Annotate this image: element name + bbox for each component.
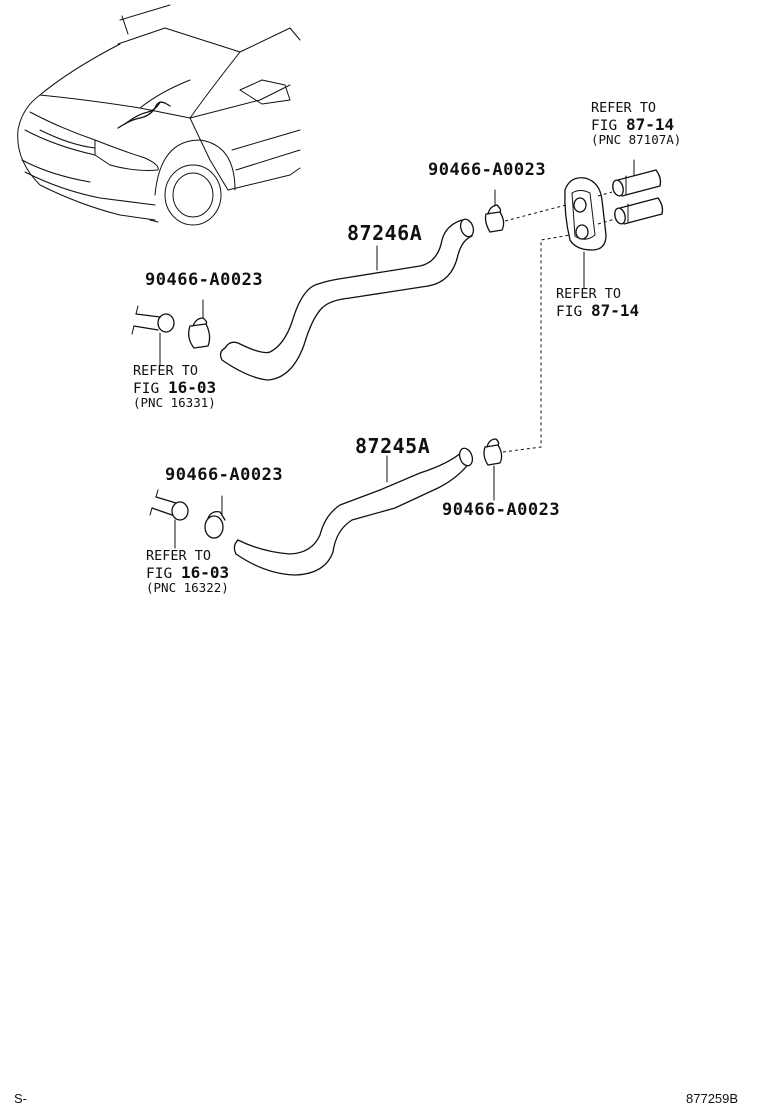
ref-upper-left-fig-number: 16-03: [167, 378, 217, 397]
ref-top-right-fig-prefix: FIG: [591, 118, 618, 134]
clamp-upper-right: [484, 189, 505, 233]
ref-upper-left-pnc: (PNC 16331): [133, 395, 216, 410]
part-number-clamp-lower-left: 90466-A0023: [165, 465, 284, 485]
joint-assembly: [564, 177, 607, 289]
dashed-link-pipe-upper: [597, 191, 613, 197]
part-number-clamp-upper-left: 90466-A0023: [145, 270, 264, 290]
ref-lower-left-pnc: (PNC 16322): [146, 580, 229, 595]
footer-illustration-number: 877259B: [686, 1091, 739, 1106]
part-number-hose-upper: 87246A: [347, 221, 423, 245]
ref-upper-left-fig-prefix: FIG: [133, 381, 160, 397]
ref-top-right-pnc: (PNC 87107A): [591, 132, 682, 147]
hose-87246a: [219, 218, 475, 381]
right-pipe-lower: [614, 197, 664, 225]
left-pipe-lower: [149, 489, 189, 549]
ref-upper-left-refer: REFER TO: [133, 363, 199, 379]
ref-top-right-fig: FIG 87-14: [591, 117, 674, 134]
clamp-upper-left: [188, 299, 211, 349]
clamp-lower-left: [204, 495, 226, 539]
part-number-clamp-lower-right: 90466-A0023: [442, 500, 561, 520]
dashed-link-lower: [502, 234, 571, 453]
clamp-lower-right: [483, 438, 503, 501]
car-thumbnail: [17, 4, 301, 226]
ref-lower-left-fig-prefix: FIG: [146, 566, 173, 582]
ref-top-right-fig-number: 87-14: [625, 115, 675, 134]
ref-mid-right-fig-number: 87-14: [590, 301, 640, 320]
hose-87245a: [233, 447, 474, 576]
ref-mid-right-fig: FIG 87-14: [556, 303, 639, 320]
ref-mid-right-fig-prefix: FIG: [556, 304, 583, 320]
ref-mid-right-refer: REFER TO: [556, 286, 622, 302]
ref-lower-left-fig-number: 16-03: [180, 563, 230, 582]
left-pipe-upper: [131, 305, 175, 367]
part-number-clamp-upper-right: 90466-A0023: [428, 160, 547, 180]
dashed-link-upper: [504, 204, 567, 222]
dashed-link-pipe-lower: [597, 218, 616, 225]
ref-upper-left-fig: FIG 16-03: [133, 380, 216, 397]
footer-left-code: S-: [14, 1091, 27, 1106]
ref-lower-left-fig: FIG 16-03: [146, 565, 229, 582]
ref-lower-left-refer: REFER TO: [146, 548, 212, 564]
ref-top-right-refer: REFER TO: [591, 100, 657, 116]
right-pipe-upper: [612, 159, 662, 197]
part-number-hose-lower: 87245A: [355, 434, 431, 458]
